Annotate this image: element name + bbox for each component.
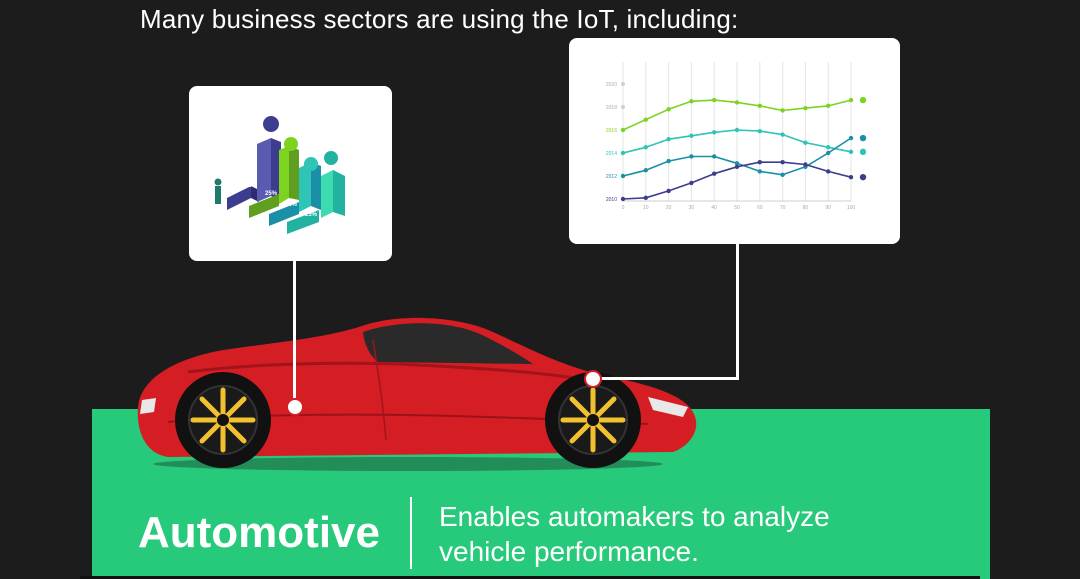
x-tick-label: 70 [780, 205, 786, 211]
series-point [734, 100, 740, 105]
connector-line-left [293, 261, 296, 406]
series-point [643, 168, 648, 173]
x-tick-label: 0 [622, 205, 625, 211]
series-point [712, 97, 717, 103]
x-tick-label: 100 [847, 205, 856, 211]
series-point [666, 188, 671, 194]
money-bag-icon [859, 173, 867, 181]
series-point [666, 107, 671, 112]
y-axis-marker [621, 82, 625, 86]
y-tick-label: 2016 [606, 128, 617, 134]
anchor-icon [859, 96, 867, 104]
connector-line-right-horizontal [592, 377, 739, 380]
series-point [803, 105, 808, 111]
series-point [643, 145, 648, 150]
x-tick-label: 10 [643, 205, 649, 211]
series-point [757, 128, 762, 134]
y-tick-label: 2020 [606, 82, 617, 88]
series-point [757, 103, 762, 109]
series-point [848, 135, 854, 141]
x-tick-label: 80 [803, 205, 809, 211]
series-point [757, 160, 762, 165]
line-chart-card: 0 10 20 30 40 50 60 70 80 90 100 2010 2012 2014 2016 20… [569, 38, 900, 244]
series-point [712, 171, 717, 176]
series-point [666, 158, 671, 164]
series-point [643, 117, 648, 122]
series-point [734, 127, 740, 133]
percent-label: 25% [305, 212, 318, 218]
headline: Many business sectors are using the IoT,… [140, 4, 739, 34]
series-point [734, 164, 740, 169]
series-point [848, 174, 854, 180]
series-point [780, 172, 785, 178]
y-tick-label: 2012 [606, 174, 617, 180]
series-point [620, 196, 626, 202]
y-tick-label: 2018 [606, 105, 617, 111]
y-tick-label: 2010 [606, 197, 617, 203]
line-chart: 0 10 20 30 40 50 60 70 80 90 100 2010 2012 2014 2016 20… [606, 62, 867, 211]
series-point [689, 154, 694, 159]
series-point [803, 162, 808, 167]
y-axis-marker [621, 105, 625, 109]
x-tick-label: 20 [666, 205, 672, 211]
series-point [826, 150, 831, 156]
percent-label: 15% [285, 202, 298, 208]
sector-description: Enables automakers to analyze vehicle pe… [439, 501, 830, 567]
series-point [712, 130, 717, 135]
percent-label: 35% [245, 183, 258, 189]
stair-chart-card: 35% 25% 15% 25% [189, 86, 392, 261]
sensor-point-right [584, 370, 602, 388]
y-tick-label: 2014 [606, 151, 617, 157]
series-point [848, 149, 854, 155]
x-tick-label: 60 [757, 205, 763, 211]
series-point [712, 154, 717, 159]
series-point [689, 133, 694, 138]
series-point [689, 99, 694, 104]
series-point [848, 97, 854, 103]
x-tick-label: 50 [734, 205, 740, 211]
x-tick-label: 90 [825, 205, 831, 211]
series-point [734, 161, 740, 166]
series-point [620, 127, 626, 133]
x-tick-label: 40 [711, 205, 717, 211]
series-point [826, 103, 831, 109]
series-point [643, 195, 648, 201]
series-point [689, 180, 694, 186]
sports-car-illustration [137, 317, 697, 471]
sector-title: Automotive [138, 508, 380, 557]
series-point [826, 145, 831, 150]
divider [410, 497, 412, 569]
series-point [780, 132, 785, 137]
sensor-point-left [286, 398, 304, 416]
series-point [780, 108, 785, 113]
percent-label: 25% [265, 191, 278, 197]
connector-line-right-vertical [736, 244, 739, 380]
bottom-edge [80, 576, 980, 579]
series-point [757, 169, 762, 174]
series-point [620, 150, 626, 156]
series-point [803, 140, 808, 145]
x-tick-label: 30 [689, 205, 695, 211]
flask-icon [859, 134, 867, 142]
stair-chart-graphic: 35% 25% 15% 25% [214, 116, 345, 234]
series-point [826, 169, 831, 174]
series-point [780, 160, 785, 165]
series-point [620, 173, 626, 179]
bulb-icon [859, 148, 867, 156]
series-point [666, 137, 671, 142]
